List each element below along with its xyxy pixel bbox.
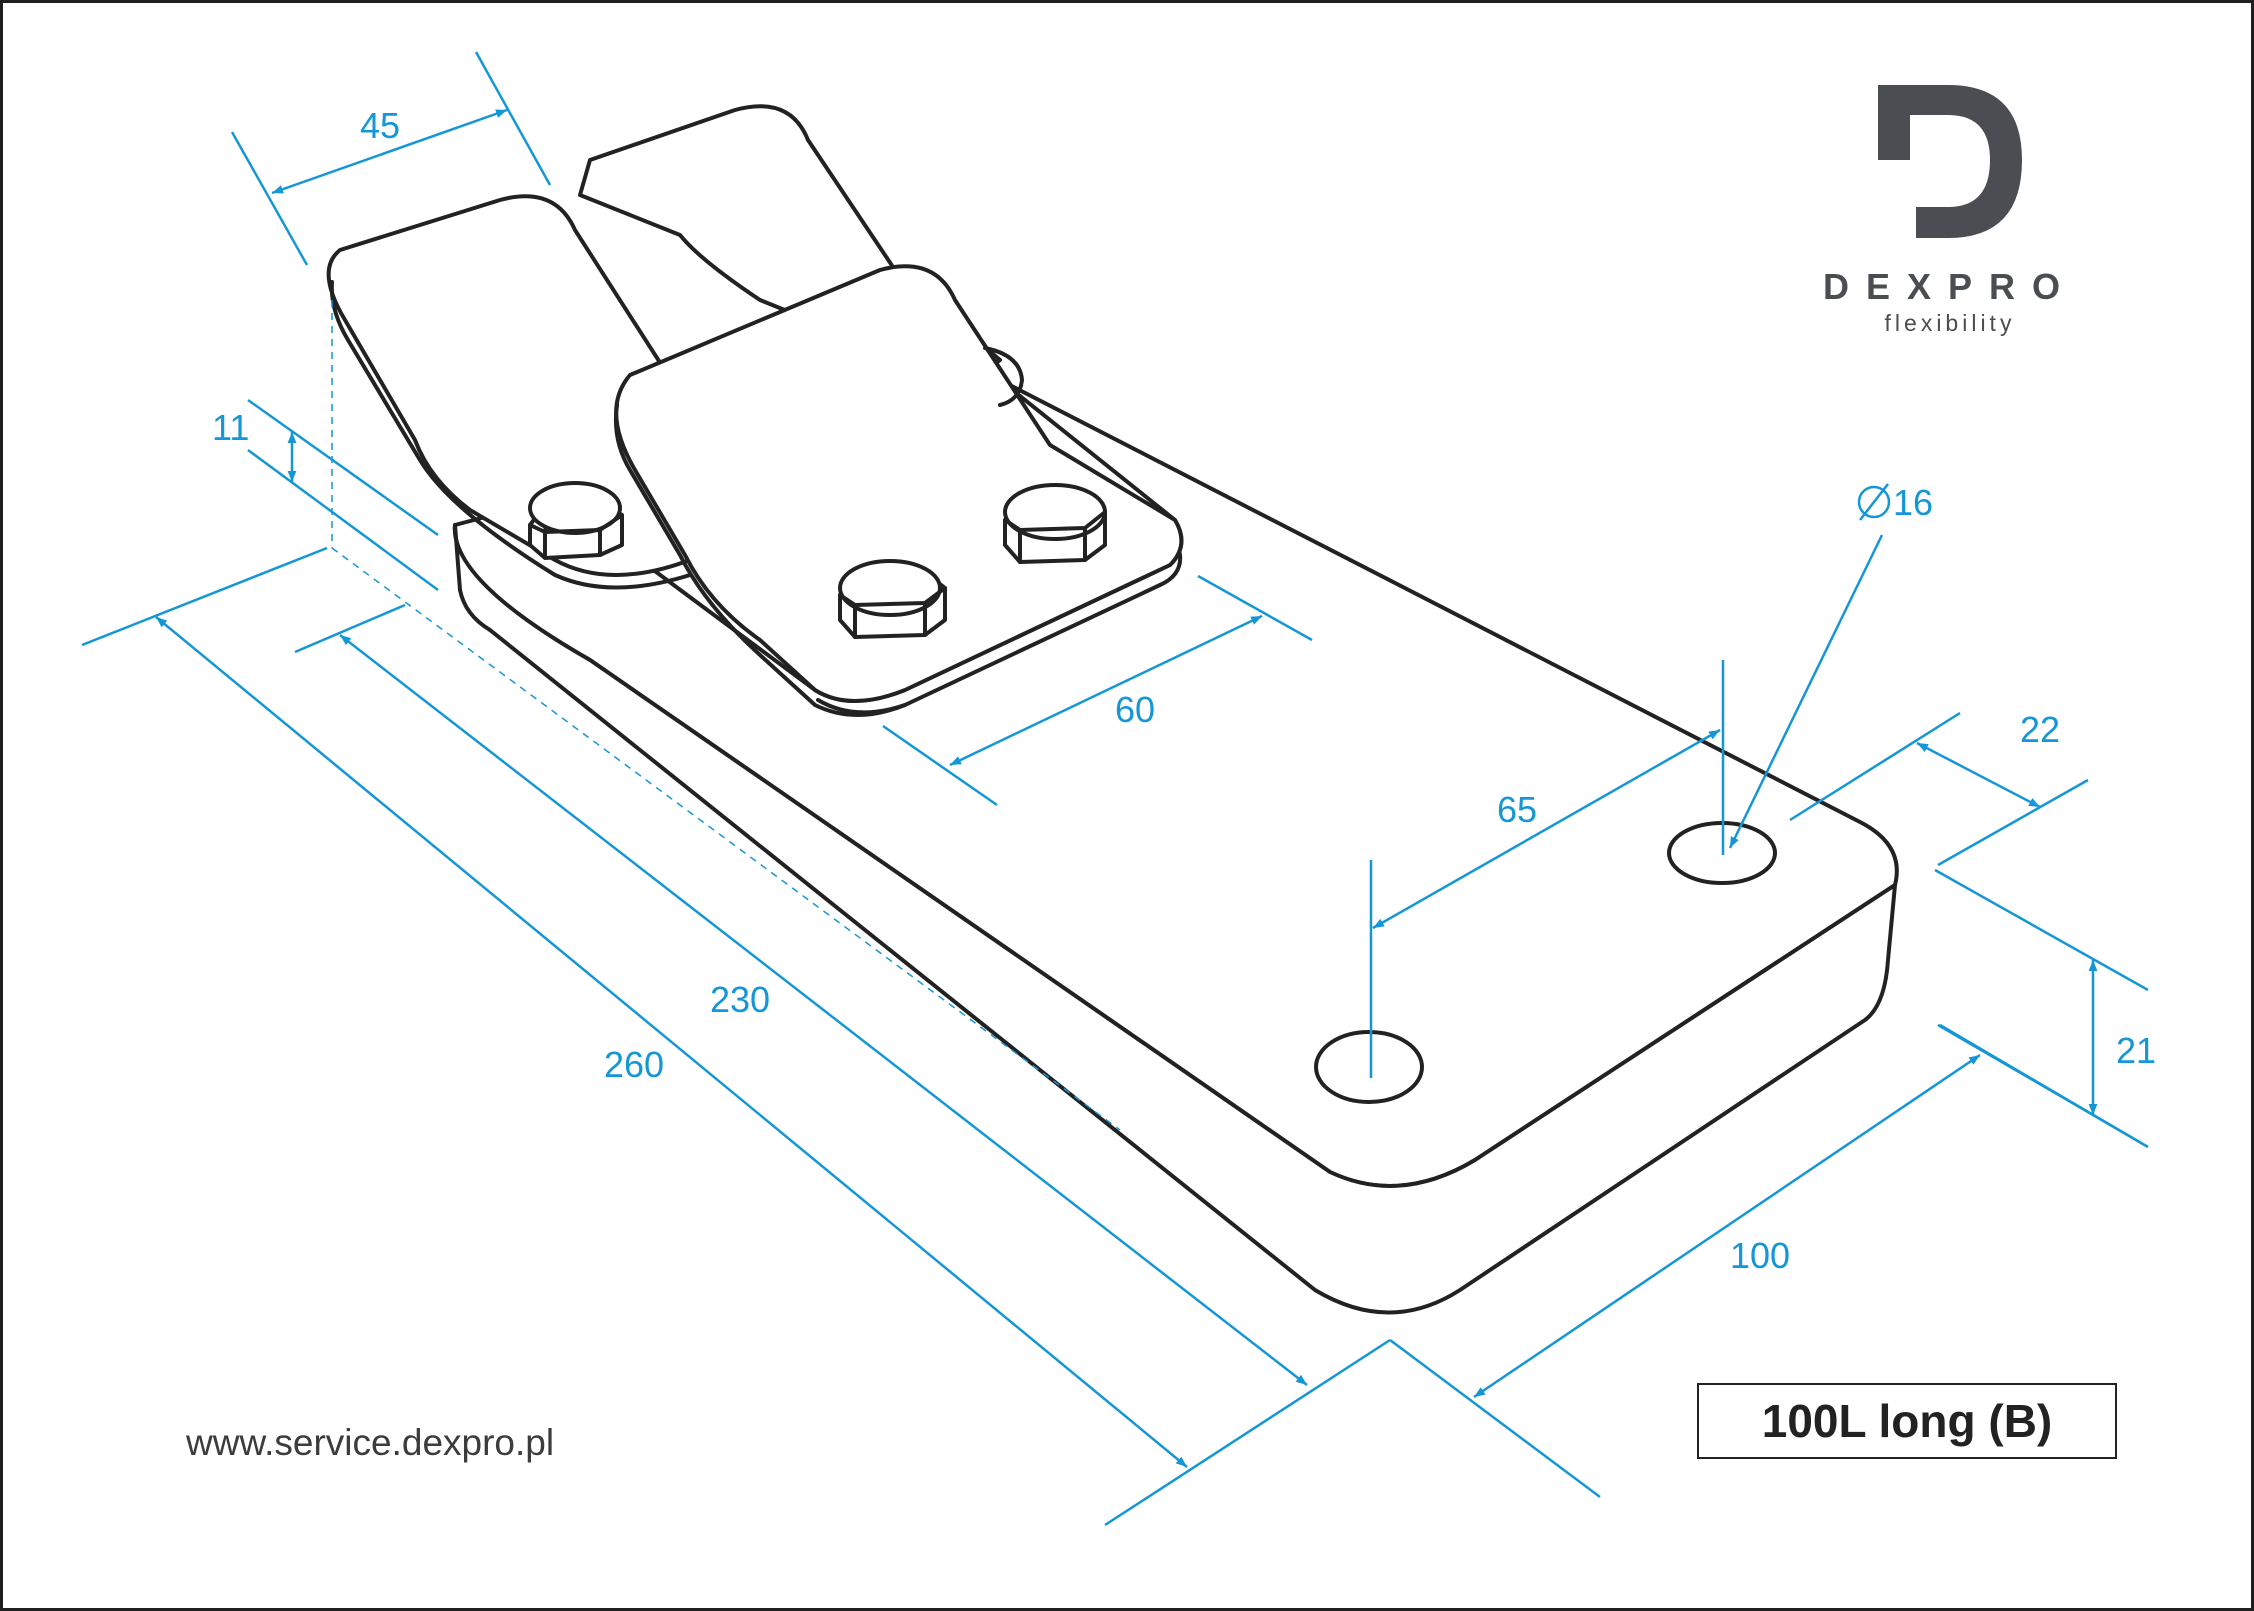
- dim-label-22: 22: [2020, 709, 2060, 750]
- product-label-text: 100L long (B): [1761, 1395, 2053, 1447]
- dim-label-11: 11: [212, 407, 249, 448]
- dim-label-100: 100: [1730, 1235, 1790, 1276]
- dexpro-logo-icon: [1878, 85, 2022, 238]
- brand-tagline: flexibility: [1884, 310, 2016, 336]
- bolt-3: [838, 559, 947, 639]
- left-clamp-jaw: [326, 194, 702, 577]
- dim-label-260: 260: [604, 1044, 664, 1085]
- dim-label-230: 230: [710, 979, 770, 1020]
- mounting-hole-1: [1314, 1030, 1424, 1104]
- diameter-symbol: [1857, 483, 1891, 521]
- dim-label-60: 60: [1115, 689, 1155, 730]
- bolt-1: [528, 481, 624, 560]
- left-clamp-jaw-edge: [329, 280, 692, 590]
- bolt-2: [1003, 483, 1107, 564]
- front-clamp-roll: [983, 346, 1024, 407]
- dim-label-45: 45: [360, 105, 400, 146]
- website-link[interactable]: www.service.dexpro.pl: [186, 1422, 555, 1463]
- hidden-lines: [331, 300, 1121, 1131]
- dimension-lines: [81, 51, 2149, 1527]
- dim-label-21: 21: [2116, 1030, 2156, 1071]
- dimension-labels: 45 11 60 16 65 22 21 230 260 100: [212, 105, 2156, 1276]
- brand-name: DEXPRO: [1822, 266, 2078, 307]
- part-outline: [326, 104, 1899, 1315]
- dim-label-65: 65: [1497, 789, 1537, 830]
- dim-label-16: 16: [1893, 482, 1933, 523]
- product-label: 100L long (B): [1697, 1383, 2117, 1459]
